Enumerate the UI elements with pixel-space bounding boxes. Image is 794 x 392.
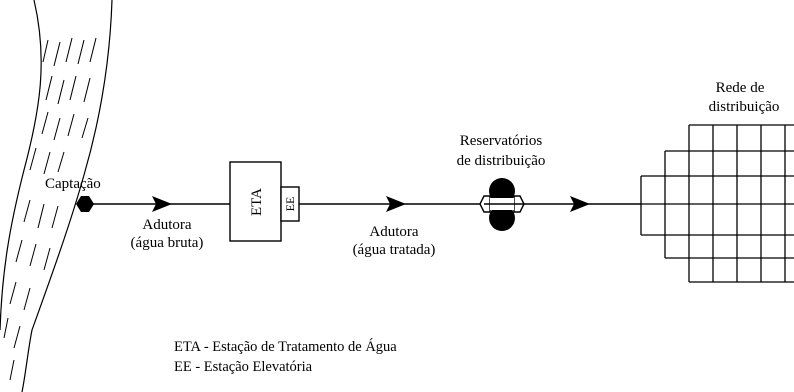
adutora-bruta-label-line2: (água bruta) (131, 235, 204, 251)
reservatorios-label-line1: Reservatórios (460, 133, 543, 149)
adutora-bruta-arrow (152, 196, 172, 212)
river (0, 0, 113, 392)
distribution-arrow (570, 196, 590, 212)
ee-label: EE (283, 197, 297, 212)
legend-ee: EE - Estação Elevatória (174, 359, 313, 375)
reservoirs-symbol (479, 178, 525, 231)
captacao-label: Captação (45, 176, 101, 192)
river-left-bank (0, 0, 42, 331)
river-right-bank (21, 0, 113, 392)
adutora-tratada-arrow (386, 196, 406, 212)
adutora-bruta-label-line1: Adutora (142, 217, 191, 233)
rede-label-line2: distribuição (709, 99, 780, 115)
reservatorios-label-line2: de distribuição (457, 153, 546, 169)
river-flow-marks (3, 37, 97, 381)
adutora-tratada-label-line2: (água tratada) (353, 242, 436, 258)
legend-eta: ETA - Estação de Tratamento de Água (174, 338, 397, 355)
adutora-tratada-label-line1: Adutora (369, 224, 418, 240)
rede-label-line1: Rede de (716, 80, 765, 96)
distribution-network-grid (640, 124, 794, 283)
intake-hexagon (76, 196, 94, 212)
eta-label: ETA (249, 188, 265, 216)
